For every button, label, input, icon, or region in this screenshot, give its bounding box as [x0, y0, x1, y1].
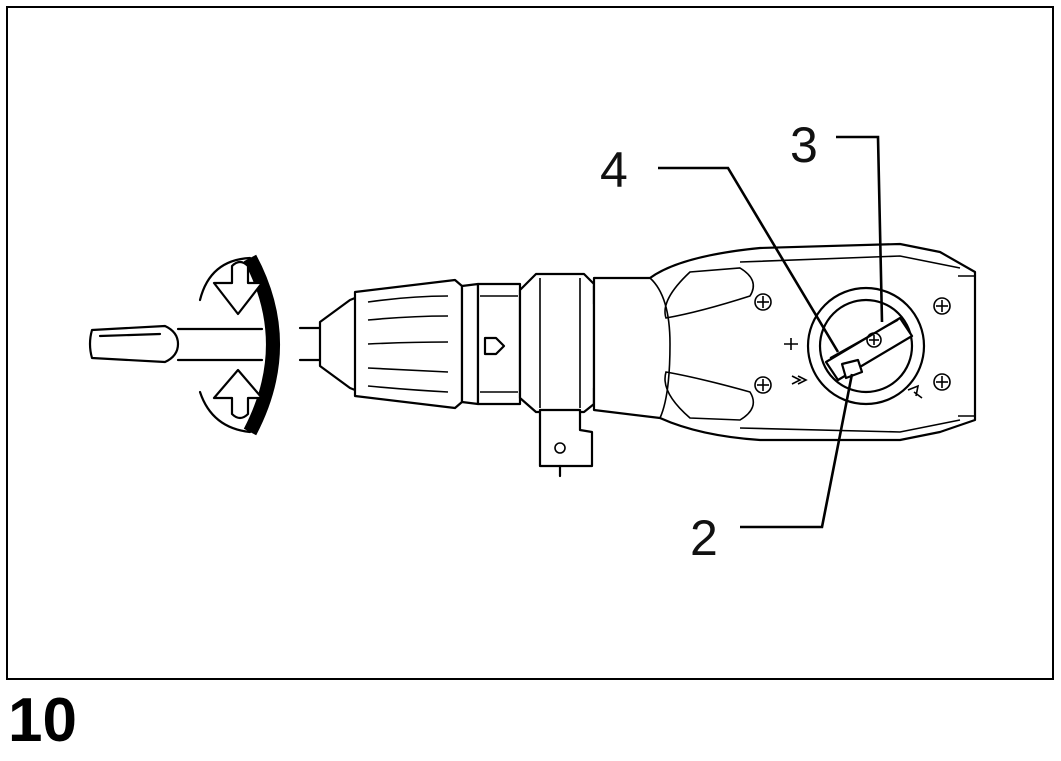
rotation-mode-symbol-icon [784, 338, 798, 350]
chuck-arrow-icon [483, 336, 506, 356]
callout-2: 2 [690, 510, 718, 566]
hammer-mode-symbol-icon [791, 375, 808, 385]
mode-change-knob[interactable] [806, 286, 926, 406]
leader-line-4 [658, 166, 840, 353]
rotation-arrow-up-icon [212, 368, 264, 420]
leader-line-2 [740, 373, 854, 529]
knob-screw-icon [866, 332, 882, 348]
hammer-rotation-symbol-icon [907, 384, 923, 399]
callout-3: 3 [790, 117, 818, 173]
leader-line-3 [836, 135, 884, 323]
lock-button[interactable] [840, 358, 864, 380]
callout-4: 4 [600, 142, 628, 198]
rotation-arrow-down-icon [212, 260, 264, 316]
screw-icon [933, 297, 951, 315]
screw-icon [933, 373, 951, 391]
rotation-ring [198, 254, 280, 436]
screw-icon [754, 293, 772, 311]
figure-number: 10 [8, 686, 77, 755]
screwdriver-bit [88, 324, 264, 364]
screw-icon [754, 376, 772, 394]
